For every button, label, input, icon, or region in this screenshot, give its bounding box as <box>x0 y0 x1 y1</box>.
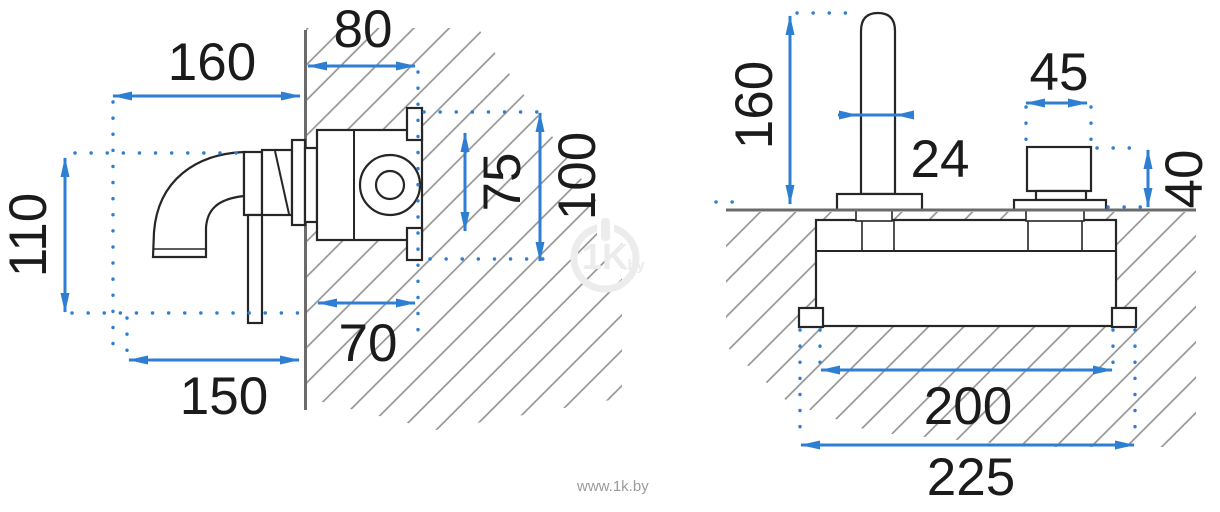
dim-arrow-24-left <box>839 110 858 120</box>
handle-lever <box>246 213 264 325</box>
mounting-foot-left <box>797 306 825 329</box>
dim-spout-reach: 160 <box>112 33 301 101</box>
dim-label-70: 70 <box>339 314 398 373</box>
dim-overall-span: 225 <box>800 440 1135 507</box>
curved-spout <box>151 150 246 259</box>
watermark-domain-text: .by <box>623 257 645 274</box>
dim-label-80: 80 <box>334 0 393 59</box>
dim-label-24: 24 <box>911 130 970 189</box>
dim-spout-diameter: 24 <box>838 110 970 189</box>
under-deck-body <box>797 209 1138 329</box>
body-housing <box>814 218 1118 328</box>
mounting-tab-bottom <box>405 226 424 262</box>
dim-label-225: 225 <box>927 448 1015 507</box>
dim-label-75: 75 <box>473 153 532 212</box>
mounting-tab-top <box>405 106 424 142</box>
dim-label-40: 40 <box>1155 150 1214 209</box>
left-view-wall-mounted-mixer: 160 80 110 75 100 70 150 <box>0 0 622 430</box>
dim-arrow-24-right <box>895 110 914 120</box>
construction-dots-right <box>714 11 1144 443</box>
mounting-foot-right <box>1110 306 1138 329</box>
dim-handle-height: 40 <box>1143 149 1214 209</box>
wall-connector <box>303 146 319 224</box>
dim-in-wall-depth: 80 <box>307 0 416 71</box>
spout-base-flange <box>835 192 924 212</box>
dim-lower-reach: 150 <box>128 355 300 426</box>
handle-knob <box>1025 145 1093 193</box>
dim-label-160-left: 160 <box>168 33 256 92</box>
watermark-logo: 1K .by <box>570 215 645 293</box>
right-view-deck-mounted-faucet: 160 24 45 40 200 225 <box>714 11 1214 507</box>
dim-spout-height: 160 <box>725 15 795 205</box>
dim-label-200: 200 <box>924 377 1012 436</box>
handle-stem <box>1034 189 1088 202</box>
watermark-logo-text: 1K <box>582 236 628 277</box>
valve-cartridge-inner <box>374 169 406 201</box>
dim-label-110: 110 <box>0 193 58 278</box>
deck-fixtures <box>835 11 1108 212</box>
dim-label-45: 45 <box>1030 43 1089 102</box>
spout-column <box>859 11 897 196</box>
footer-url: www.1k.by <box>576 478 649 495</box>
dim-label-100: 100 <box>548 132 607 220</box>
wall-escutcheon <box>290 138 307 227</box>
dim-valve-box-depth: 70 <box>317 298 416 373</box>
dim-rough-in-height: 100 <box>535 112 607 262</box>
dim-label-150: 150 <box>180 367 268 426</box>
deck-tab-spout <box>855 209 893 222</box>
dim-valve-box-height: 75 <box>460 132 532 232</box>
watermark-power-bar <box>601 218 610 241</box>
dim-overall-height: 110 <box>0 157 70 313</box>
dim-label-160-right: 160 <box>725 61 784 149</box>
construction-dots-left <box>70 70 548 358</box>
handle-base-slant <box>274 150 290 215</box>
dim-handle-width: 45 <box>1025 43 1089 108</box>
wall-mixer-fixture <box>151 106 424 325</box>
deck-tab-handle <box>1025 209 1085 222</box>
dim-mounting-span: 200 <box>820 365 1113 436</box>
spout-flange <box>242 150 264 217</box>
